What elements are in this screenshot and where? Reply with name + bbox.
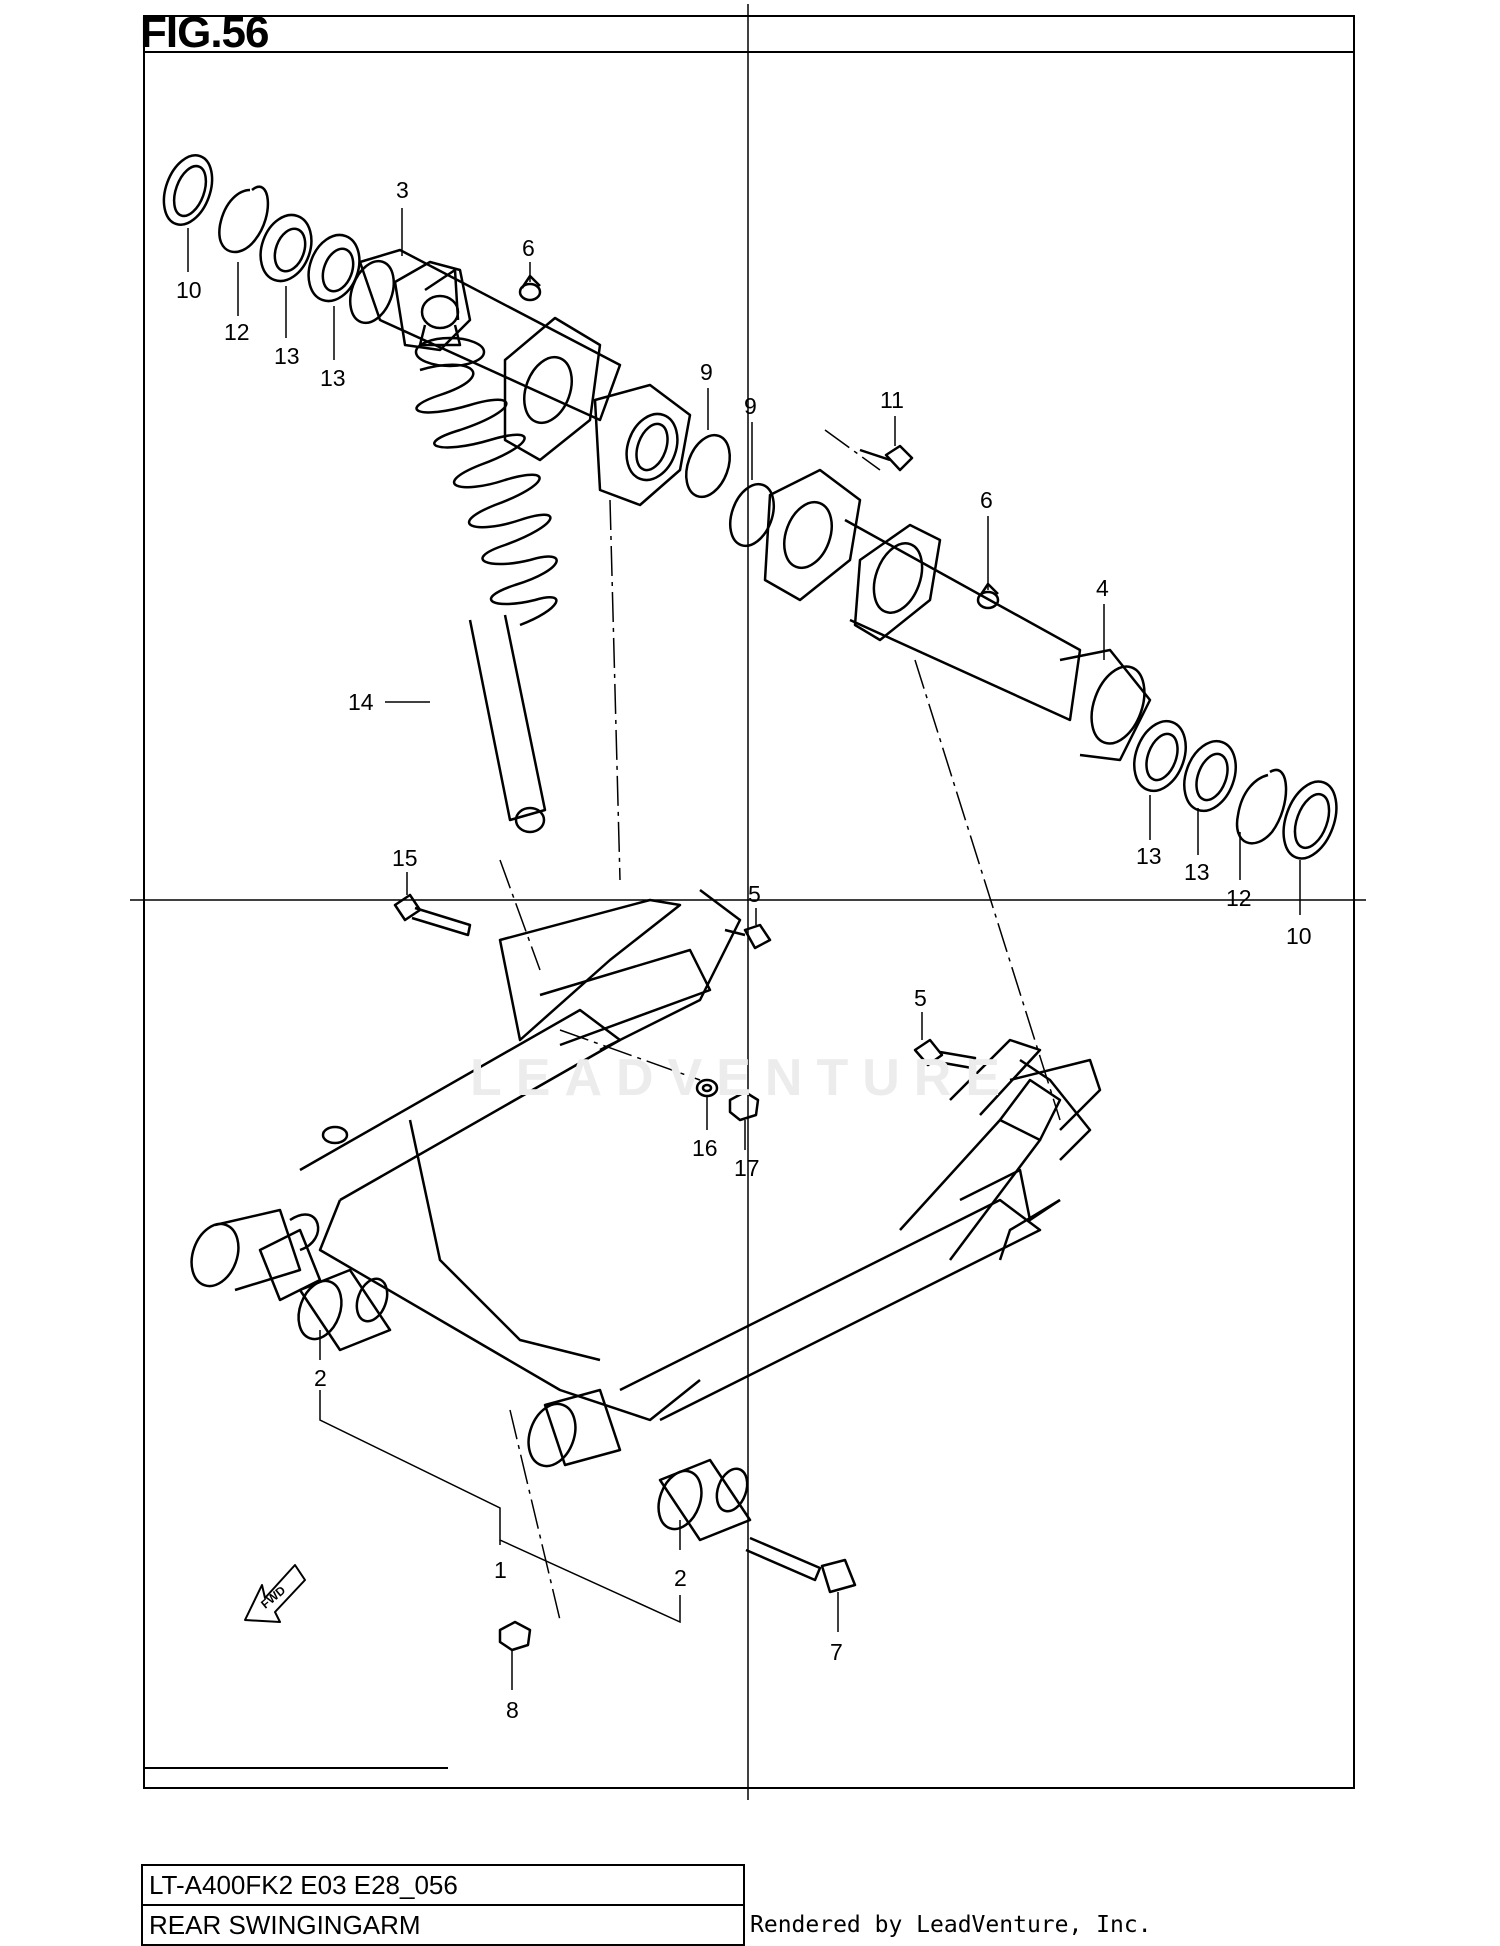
- callout-14: 14: [348, 689, 374, 715]
- part-drawings: [162, 154, 1338, 1652]
- callout-5a: 5: [748, 881, 761, 907]
- left-bearing-13b: [307, 233, 361, 303]
- callout-6a: 6: [522, 235, 535, 261]
- right-oring-9: [729, 482, 775, 548]
- diagram-frame: [143, 15, 1355, 1789]
- nut-8: [498, 1620, 532, 1652]
- info-table: LT-A400FK2 E03 E28_056 REAR SWINGINGARM: [141, 1864, 745, 1946]
- left-circlip-12: [218, 185, 270, 254]
- left-bearing-13a: [259, 213, 313, 283]
- right-circlip-12: [1235, 768, 1288, 845]
- callout-4: 4: [1096, 575, 1109, 601]
- callout-8: 8: [506, 1697, 519, 1723]
- callout-13a: 13: [274, 343, 300, 369]
- model-code: LT-A400FK2 E03 E28_056: [141, 1864, 745, 1906]
- left-pivot-tube-3: [349, 248, 692, 507]
- callout-2b: 2: [674, 1565, 687, 1591]
- bolt-5b: [913, 1038, 977, 1070]
- callout-3: 3: [396, 177, 409, 203]
- left-oring-9: [685, 433, 731, 499]
- bolt-5a: [724, 923, 772, 950]
- callout-13b: 13: [320, 365, 346, 391]
- left-seal-10: [162, 154, 214, 226]
- callout-1: 1: [494, 1557, 507, 1583]
- callout-2a: 2: [314, 1365, 327, 1391]
- leader-lines: [187, 208, 1301, 1690]
- bushing-2b: [657, 1458, 752, 1542]
- center-crosshair: [130, 4, 1366, 1800]
- callout-6b: 6: [980, 487, 993, 513]
- callout-10a: 10: [176, 277, 202, 303]
- callout-12a: 12: [224, 319, 250, 345]
- nut-17: [728, 1090, 760, 1122]
- shock-absorber-14: [414, 294, 558, 834]
- right-seal-10: [1282, 780, 1338, 860]
- callout-13d: 13: [1184, 859, 1210, 885]
- render-credit: Rendered by LeadVenture, Inc.: [750, 1912, 1152, 1938]
- bolt-7: [745, 1536, 857, 1594]
- watermark: LEADVENTURE: [470, 1049, 1015, 1107]
- callout-9a: 9: [700, 359, 713, 385]
- callout-13c: 13: [1136, 843, 1162, 869]
- right-pivot-tube-4: [763, 468, 1152, 762]
- callout-10b: 10: [1286, 923, 1312, 949]
- figure-title: FIG.56: [140, 8, 269, 57]
- swingarm-1: [190, 889, 1102, 1468]
- right-bolt-11: [859, 444, 914, 472]
- callout-9b: 9: [744, 393, 757, 419]
- section-name: REAR SWINGINGARM: [141, 1904, 745, 1946]
- alignment-lines: [499, 429, 1061, 1621]
- callout-5b: 5: [914, 985, 927, 1011]
- callout-15: 15: [392, 845, 418, 871]
- callout-17: 17: [734, 1155, 760, 1181]
- right-bearing-13a: [1133, 719, 1187, 793]
- callout-11: 11: [880, 387, 904, 413]
- callout-7: 7: [830, 1639, 843, 1665]
- bushing-2a: [297, 1268, 392, 1352]
- callout-12b: 12: [1226, 885, 1252, 911]
- callout-16: 16: [692, 1135, 718, 1161]
- fwd-arrow-icon: [244, 1564, 306, 1623]
- callout-labels: 10 12 13 13 3 6 9 9 11 6 4 14 13 13 12 1…: [176, 177, 1312, 1723]
- bolt-15: [393, 893, 472, 937]
